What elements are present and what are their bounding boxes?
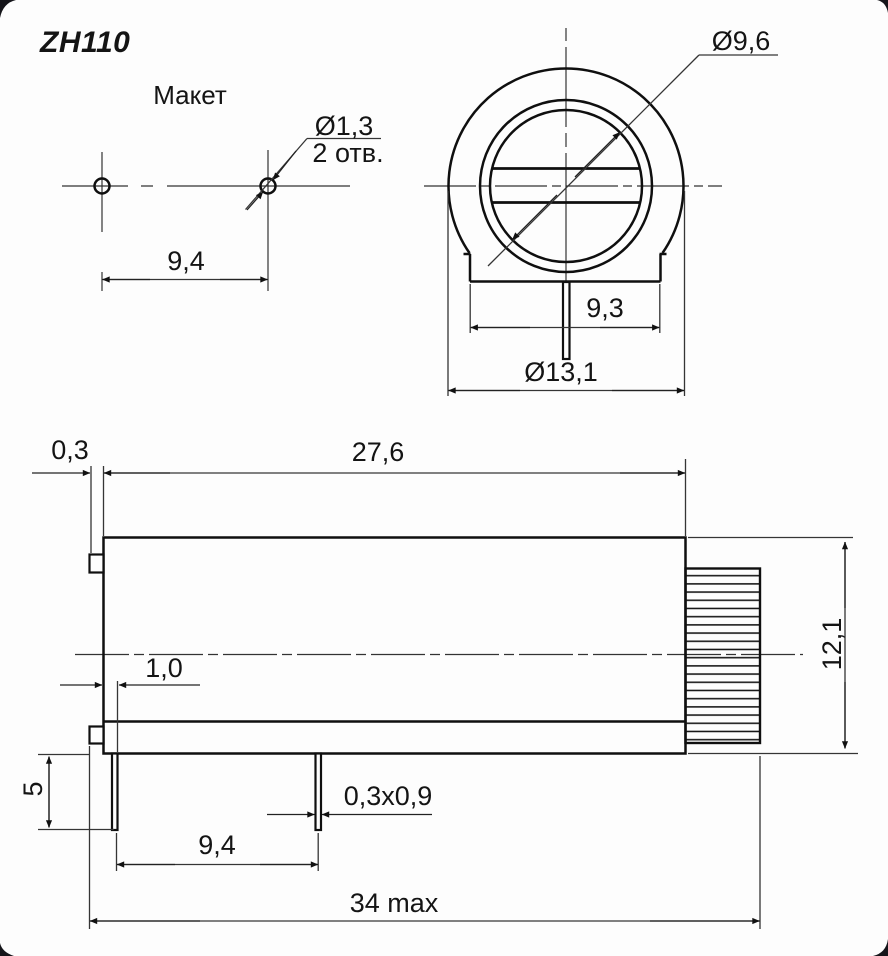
ring-inner-circle	[488, 108, 644, 264]
dim-base-width: 9,3	[469, 284, 661, 333]
hole-qty-label: 2 отв.	[312, 138, 383, 168]
hole-layout-view: 9,4 Ø1,3 2 отв.	[62, 111, 384, 291]
dim-pin-section: 0,3x0,9	[267, 781, 433, 818]
dim-label: 34 max	[350, 888, 439, 918]
extension-lines	[102, 459, 687, 536]
corner-artifact-top-left	[0, 0, 16, 18]
knurled-bushing	[684, 567, 762, 745]
leader-line	[245, 138, 308, 210]
arrow-lower	[511, 194, 558, 241]
dim-pin-length: 5	[18, 753, 114, 831]
ring-outer-circle	[478, 98, 654, 274]
dim-label: 12,1	[817, 618, 847, 671]
dim-tab-depth: 0,3	[32, 435, 92, 553]
corner-artifact-bottom-left	[0, 943, 14, 956]
dim-label: 9,4	[198, 830, 236, 860]
right-hole	[259, 177, 277, 195]
page-title: ZH110	[39, 26, 130, 59]
dim-label: 5	[18, 781, 48, 796]
upper-tab	[88, 553, 105, 574]
corner-artifact-top-right	[877, 0, 888, 13]
dim-label: 1,0	[145, 653, 183, 683]
dim-pin-pitch: 9,4	[115, 830, 319, 871]
arrow-upper	[574, 131, 621, 178]
dim-shaft-dia: Ø9,6	[487, 26, 778, 267]
base-outline	[468, 254, 662, 283]
hole-callout: Ø1,3 2 отв.	[245, 111, 384, 211]
dim-body-length: 27,6	[102, 437, 687, 536]
extension-lines	[447, 191, 686, 396]
dim-pin-offset: 1,0	[60, 653, 200, 752]
dim-label: 0,3	[51, 435, 89, 465]
arrow-upper	[272, 150, 297, 181]
left-hole	[93, 177, 111, 195]
dim-hole-spacing: 9,4	[102, 246, 268, 283]
dim-label: 9,4	[167, 246, 205, 276]
extension-lines	[38, 753, 114, 831]
arrow-lower	[246, 191, 264, 211]
pin-left	[110, 752, 119, 832]
dim-label: Ø9,6	[712, 26, 771, 56]
dim-body-dia: Ø13,1	[447, 191, 686, 396]
center-pin	[561, 280, 571, 361]
dim-label: 0,3x0,9	[344, 781, 433, 811]
pin-right	[314, 752, 323, 832]
extension-lines	[469, 284, 661, 333]
corner-artifact-bottom-right	[873, 939, 888, 956]
side-view: 0,3 27,6 12,1 1,0 5	[18, 435, 858, 929]
dim-label: 9,3	[586, 293, 624, 323]
lower-tab	[88, 725, 105, 745]
extension-lines	[88, 746, 761, 929]
dim-label: 27,6	[352, 437, 405, 467]
view-subtitle: Макет	[153, 80, 227, 110]
dim-label: Ø13,1	[524, 357, 598, 387]
leader-line	[487, 54, 700, 267]
outer-body-circle	[447, 67, 685, 254]
front-view: Ø9,6 9,3 Ø13,1	[424, 26, 778, 396]
dim-total-length: 34 max	[88, 746, 761, 929]
hole-dia-label: Ø1,3	[315, 111, 374, 141]
dim-body-height: 12,1	[817, 541, 849, 749]
